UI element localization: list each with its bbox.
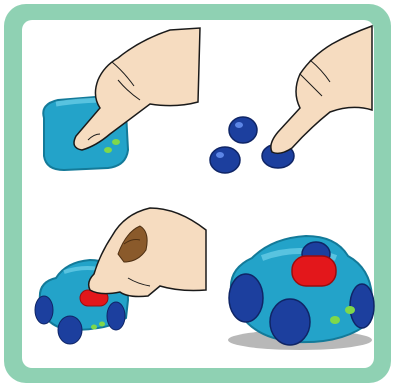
headlight [330, 316, 340, 324]
red-window [292, 256, 336, 286]
headlight [345, 306, 355, 314]
wheel [58, 316, 82, 344]
wheel [350, 284, 374, 328]
wheel [229, 274, 263, 322]
clay-ball [210, 147, 240, 173]
wheel [35, 296, 53, 324]
clay-ball [229, 117, 257, 143]
wheel [107, 302, 125, 330]
wheel [270, 299, 310, 345]
